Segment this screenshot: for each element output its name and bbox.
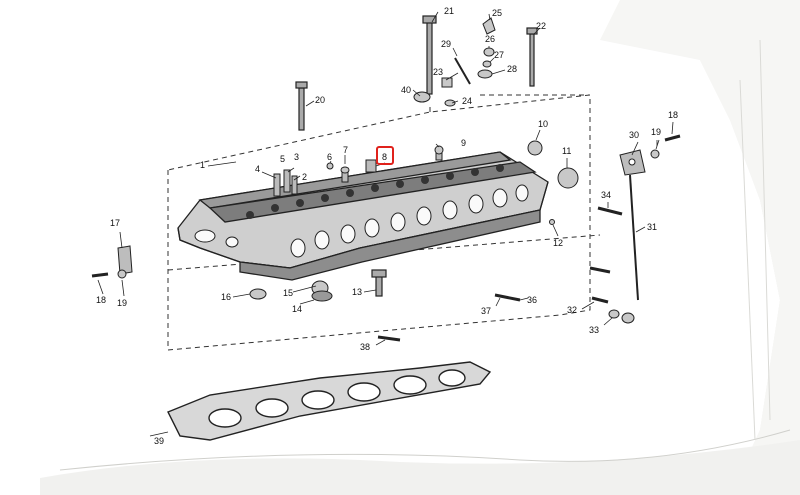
callout-31: 31: [647, 222, 657, 232]
callout-23: 23: [433, 67, 443, 77]
callout-12: 12: [553, 238, 563, 248]
highlight-box-part-8: [376, 146, 394, 165]
callout-18-right: 18: [668, 110, 678, 120]
callout-13: 13: [352, 287, 362, 297]
callout-34: 34: [601, 190, 611, 200]
callout-3: 3: [294, 152, 299, 162]
callout-20: 20: [315, 95, 325, 105]
head-ports: [194, 184, 529, 258]
callout-1: 1: [200, 160, 205, 170]
callout-32: 32: [567, 305, 577, 315]
callout-19-right: 19: [651, 127, 661, 137]
callout-5: 5: [280, 154, 285, 164]
callout-27: 27: [494, 50, 504, 60]
callout-14: 14: [292, 304, 302, 314]
callout-4: 4: [255, 164, 260, 174]
callout-28: 28: [507, 64, 517, 74]
callout-33: 33: [589, 325, 599, 335]
small-parts: [117, 17, 660, 324]
callout-6: 6: [327, 152, 332, 162]
callout-18-left: 18: [96, 295, 106, 305]
callout-17: 17: [110, 218, 120, 228]
callout-26: 26: [485, 34, 495, 44]
callout-labels: 1 2 3 4 5 6 7 8 9 10 11 12 13 14 15 16 1…: [96, 6, 678, 446]
callout-30: 30: [629, 130, 639, 140]
callout-37: 37: [481, 306, 491, 316]
callout-9: 9: [461, 138, 466, 148]
callout-19-left: 19: [117, 298, 127, 308]
callout-22: 22: [536, 21, 546, 31]
head-valve-pockets: [246, 164, 504, 219]
callout-8: 8: [382, 152, 387, 162]
callout-16: 16: [221, 292, 231, 302]
callout-39: 39: [154, 436, 164, 446]
callout-36: 36: [527, 295, 537, 305]
callout-11: 11: [562, 146, 571, 156]
callout-15: 15: [283, 288, 293, 298]
callout-38: 38: [360, 342, 370, 352]
callout-40: 40: [401, 85, 411, 95]
head-gasket: [167, 361, 492, 441]
callout-21: 21: [444, 6, 454, 16]
callout-25: 25: [492, 8, 502, 18]
callout-29: 29: [441, 39, 451, 49]
studs-and-bolts: [91, 15, 681, 342]
callout-10: 10: [538, 119, 548, 129]
callout-7: 7: [343, 145, 348, 155]
callout-2: 2: [302, 172, 307, 182]
callout-24: 24: [462, 96, 472, 106]
